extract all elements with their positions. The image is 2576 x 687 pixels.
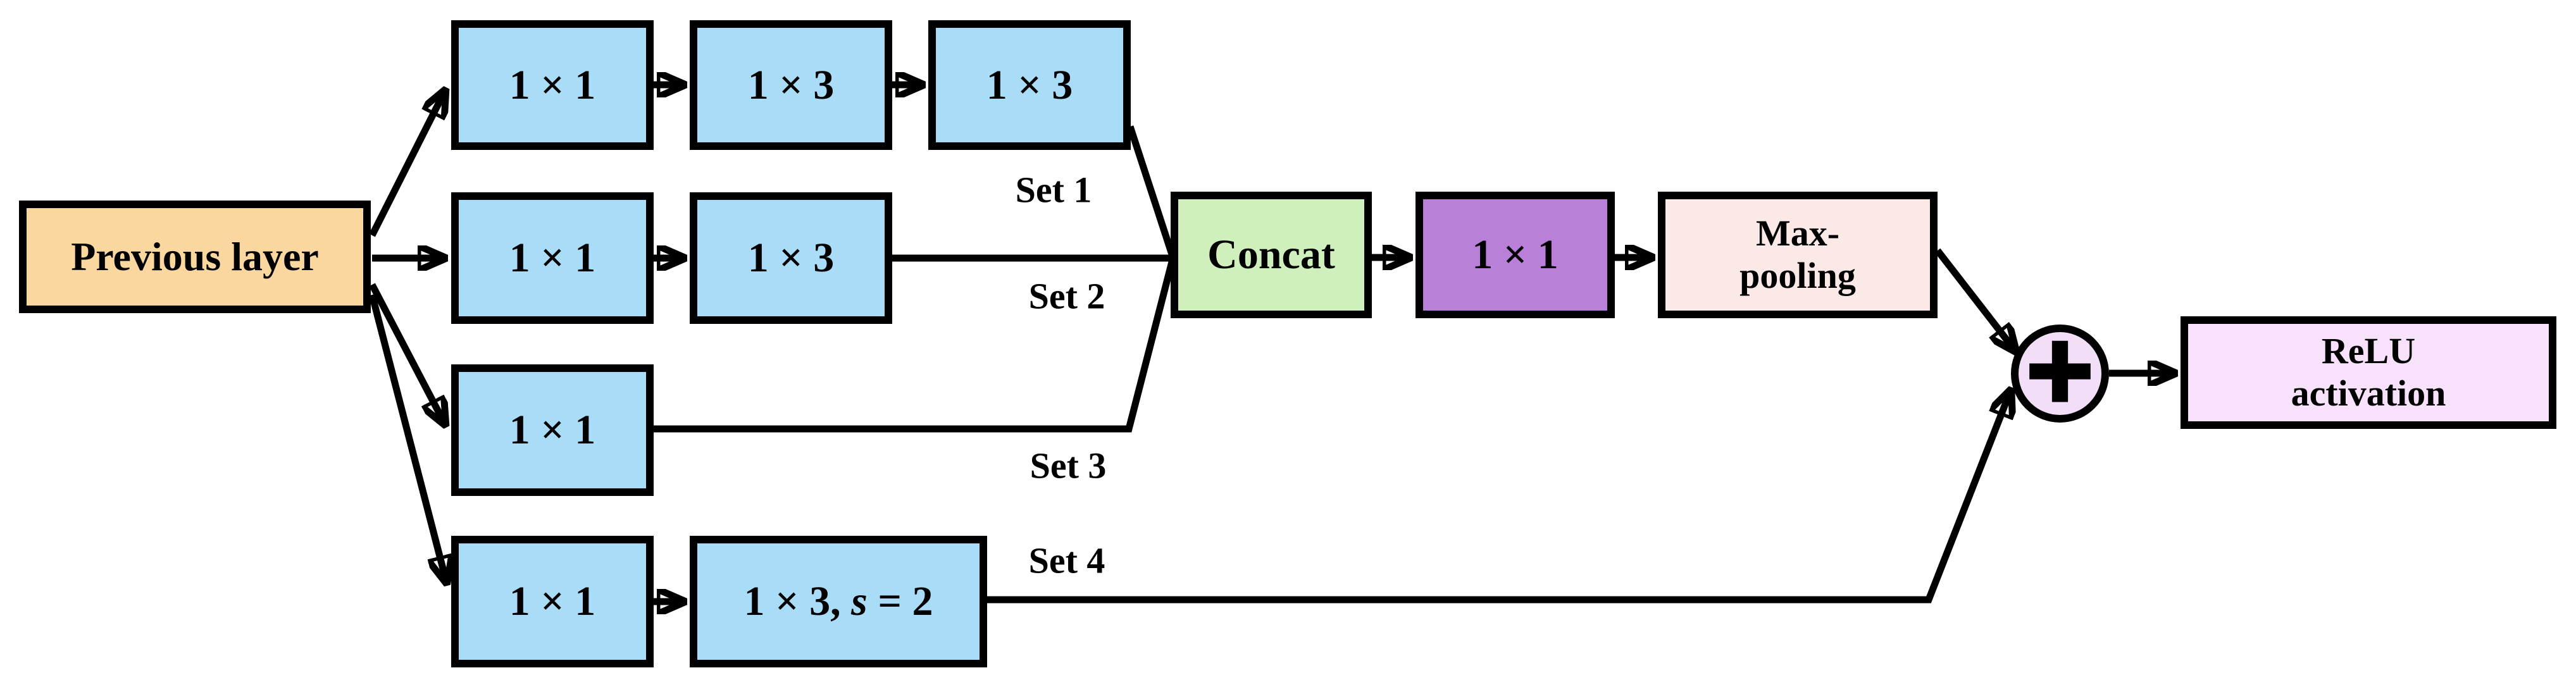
node-set1-conv-1x1: 1 × 1 xyxy=(451,20,654,150)
edge-maxpool-to-sum xyxy=(1934,248,2016,352)
node-relu-activation: ReLU activation xyxy=(2181,316,2556,429)
branch-label-set1: Set 1 xyxy=(1015,169,1092,211)
branch-label-set3: Set 3 xyxy=(1030,445,1107,486)
edge-set4-to-sum xyxy=(987,390,2011,603)
node-set4-conv-1x1: 1 × 1 xyxy=(451,536,654,667)
conv-1x3-s2-label: 1 × 3, s = 2 xyxy=(744,578,933,625)
branch-label-set4: Set 4 xyxy=(1028,540,1105,581)
node-conv-1x1-bottleneck: 1 × 1 xyxy=(1416,192,1615,318)
node-set1-conv-1x3-b: 1 × 3 xyxy=(928,20,1131,150)
node-set4-conv-1x3-s2: 1 × 3, s = 2 xyxy=(690,536,987,667)
node-previous-layer: Previous layer xyxy=(19,201,371,313)
edge-prev-to-set4 xyxy=(368,294,447,583)
edge-set3-to-concat xyxy=(654,261,1176,433)
node-concat: Concat xyxy=(1171,192,1372,318)
edge-prev-to-set1 xyxy=(369,90,445,237)
node-sum-junction: + xyxy=(2011,317,2109,423)
node-set1-conv-1x3-a: 1 × 3 xyxy=(690,20,892,150)
node-set3-conv-1x1: 1 × 1 xyxy=(451,364,654,496)
stride-variable: s xyxy=(851,578,868,625)
plus-icon: + xyxy=(2020,317,2100,421)
node-set2-conv-1x3: 1 × 3 xyxy=(690,192,892,324)
edge-set1-to-concat xyxy=(1126,125,1176,256)
branch-label-set2: Set 2 xyxy=(1028,275,1105,317)
edge-prev-to-set3 xyxy=(369,283,445,425)
node-max-pooling: Max- pooling xyxy=(1658,192,1938,318)
node-set2-conv-1x1: 1 × 1 xyxy=(451,192,654,324)
